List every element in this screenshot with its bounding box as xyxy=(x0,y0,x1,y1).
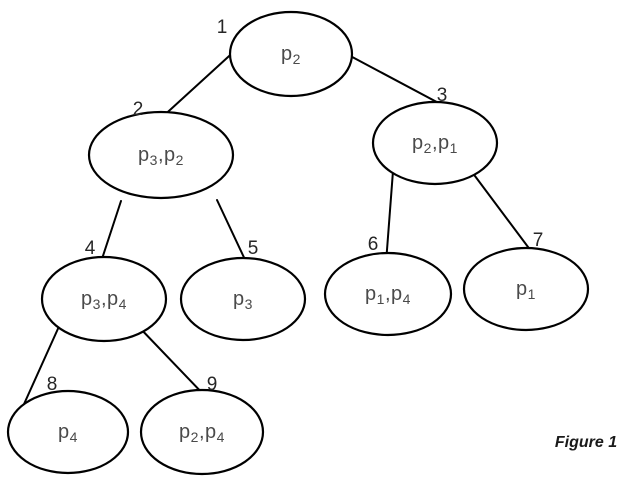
node-number: 9 xyxy=(207,374,218,395)
edge-1-3 xyxy=(340,50,449,109)
node-ellipse xyxy=(40,255,168,343)
node-ellipse xyxy=(6,389,130,475)
node-number: 8 xyxy=(47,374,58,395)
tree-node-1: p2 1 xyxy=(217,10,354,98)
node-number: 1 xyxy=(217,17,228,38)
node-number: 5 xyxy=(248,238,259,259)
edge-4-8 xyxy=(19,321,62,414)
node-label: p2 xyxy=(281,43,301,67)
edge-4-9 xyxy=(136,324,208,399)
node-label: p2,p4 xyxy=(179,421,225,445)
node-ellipse xyxy=(228,10,354,98)
edge-1-2 xyxy=(158,46,240,121)
tree-node-2: p3,p2 2 xyxy=(87,99,235,200)
edge-3-7 xyxy=(465,163,535,256)
node-number: 2 xyxy=(133,99,144,120)
tree-node-8: p4 8 xyxy=(6,374,130,475)
node-number: 7 xyxy=(533,230,544,251)
node-label: p1 xyxy=(516,278,536,302)
node-label: p2,p1 xyxy=(412,132,458,156)
node-ellipse xyxy=(462,246,590,332)
node-ellipse xyxy=(139,388,265,476)
edge-2-5 xyxy=(216,199,249,267)
node-label: p3,p2 xyxy=(138,144,184,168)
node-ellipse xyxy=(87,110,235,200)
node-number: 4 xyxy=(85,238,96,259)
node-label: p1,p4 xyxy=(365,283,411,307)
edge-3-6 xyxy=(385,170,394,264)
node-number: 3 xyxy=(437,85,448,106)
node-label: p4 xyxy=(58,421,78,445)
tree-node-6: p1,p4 6 xyxy=(323,234,453,337)
node-ellipse xyxy=(179,256,307,342)
node-ellipse xyxy=(371,100,499,186)
node-ellipse xyxy=(323,251,453,337)
tree-node-7: p1 7 xyxy=(462,230,590,332)
node-label: p3 xyxy=(233,288,253,312)
figure-caption: Figure 1 xyxy=(554,434,618,451)
node-label: p3,p4 xyxy=(81,288,127,312)
tree-node-4: p3,p4 4 xyxy=(40,238,168,343)
tree-node-5: p3 5 xyxy=(179,238,307,342)
node-number: 6 xyxy=(368,234,379,255)
tree-node-3: p2,p1 3 xyxy=(371,85,499,186)
tree-node-9: p2,p4 9 xyxy=(139,374,265,476)
